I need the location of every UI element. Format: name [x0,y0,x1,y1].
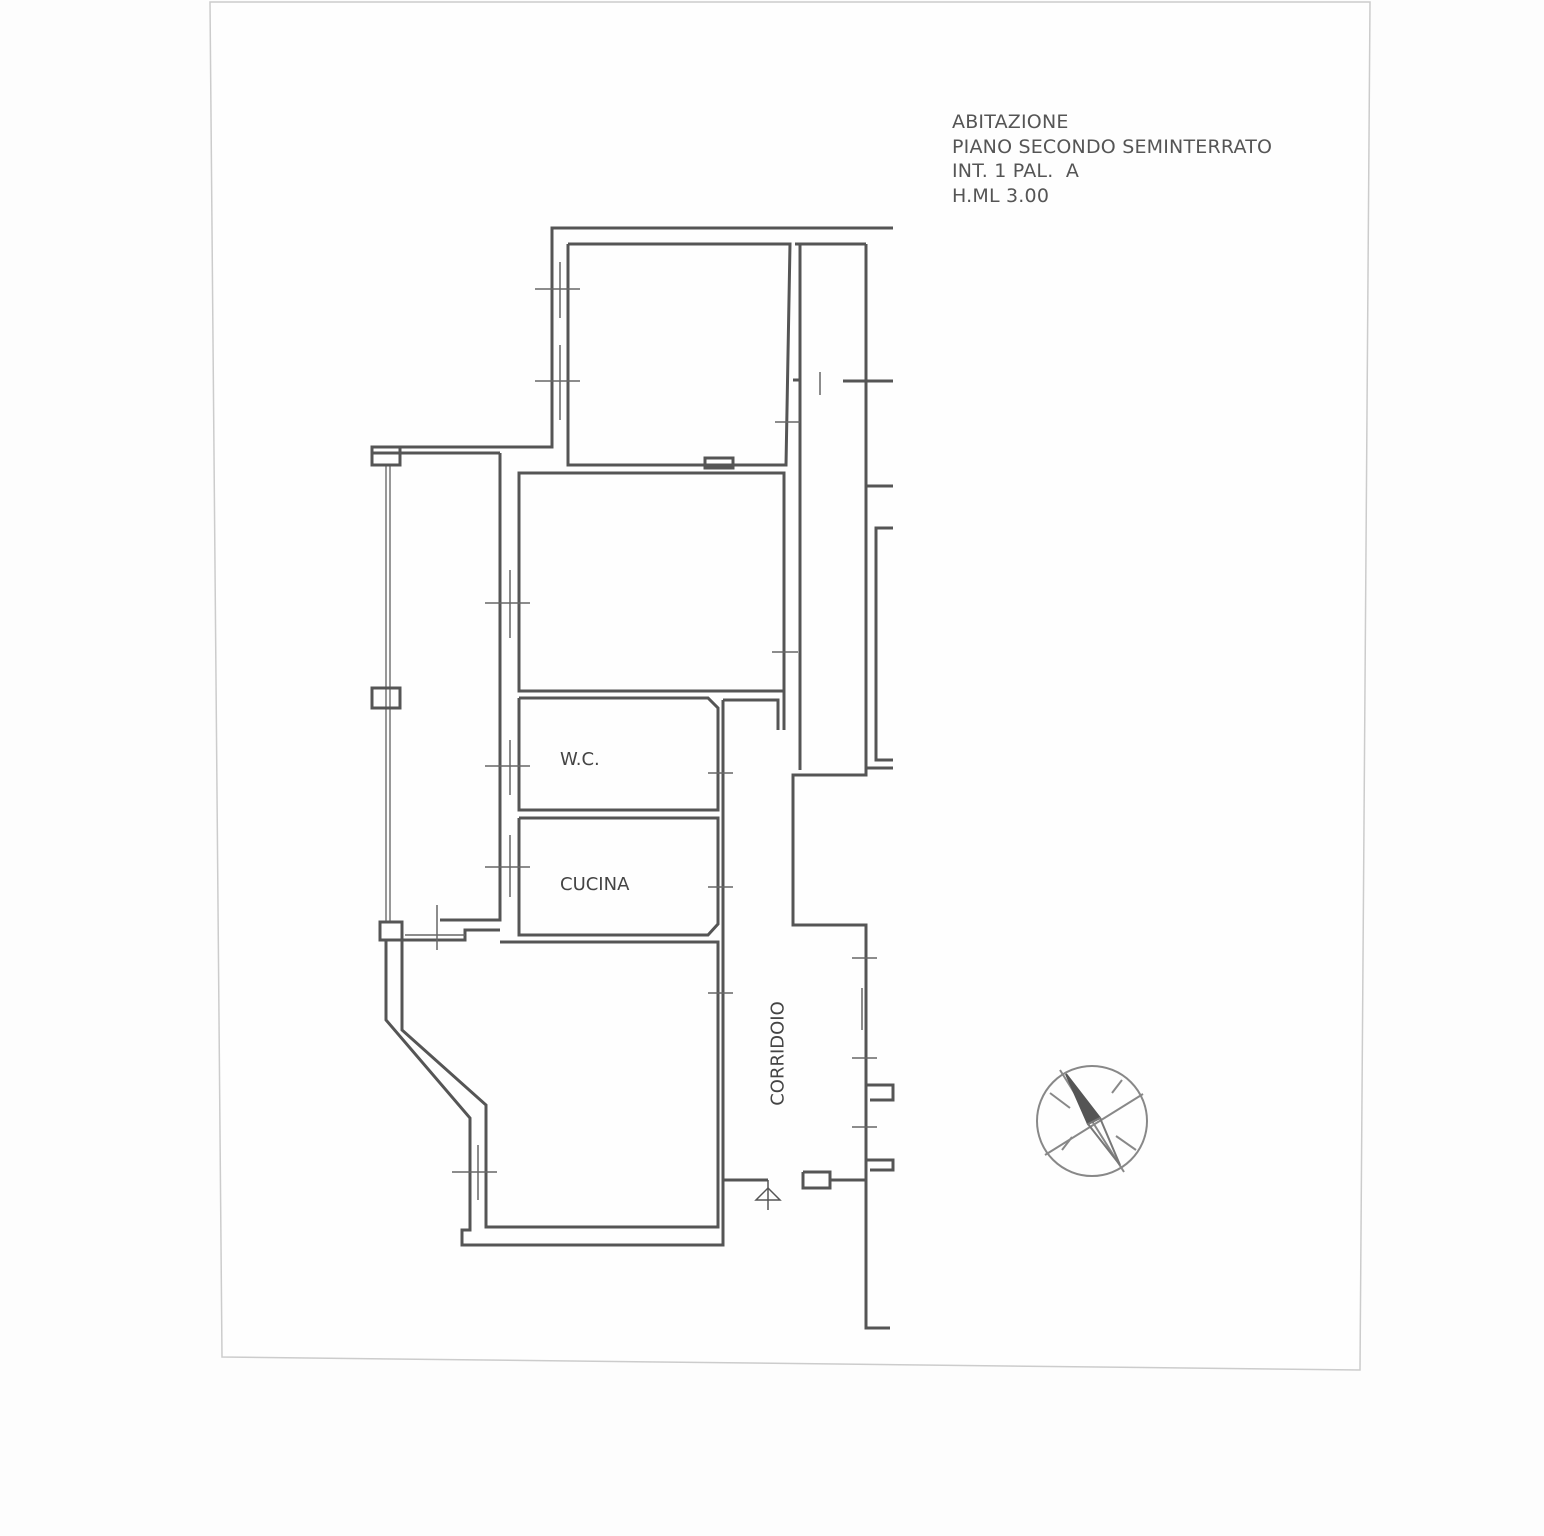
room-label-wc: W.C. [560,749,600,770]
walls [370,226,895,1330]
sheet-border [209,1,1371,1371]
title-line-1: ABITAZIONE [952,111,1069,133]
window-marks [405,262,877,1200]
title-line-2: PIANO SECONDO SEMINTERRATO [952,135,1273,158]
room-label-corridoio: CORRIDOIO [767,1001,789,1106]
drawing-title-block: ABITAZIONE PIANO SECONDO SEMINTERRATO IN… [952,110,1272,208]
title-line-4: H.ML 3.00 [952,184,1050,207]
title-line-3: INT. 1 PAL. A [952,160,1080,182]
north-arrow-compass-icon [1036,1065,1148,1177]
entrance-arrow-icon [754,1180,782,1210]
room-label-cucina: CUCINA [560,874,630,895]
